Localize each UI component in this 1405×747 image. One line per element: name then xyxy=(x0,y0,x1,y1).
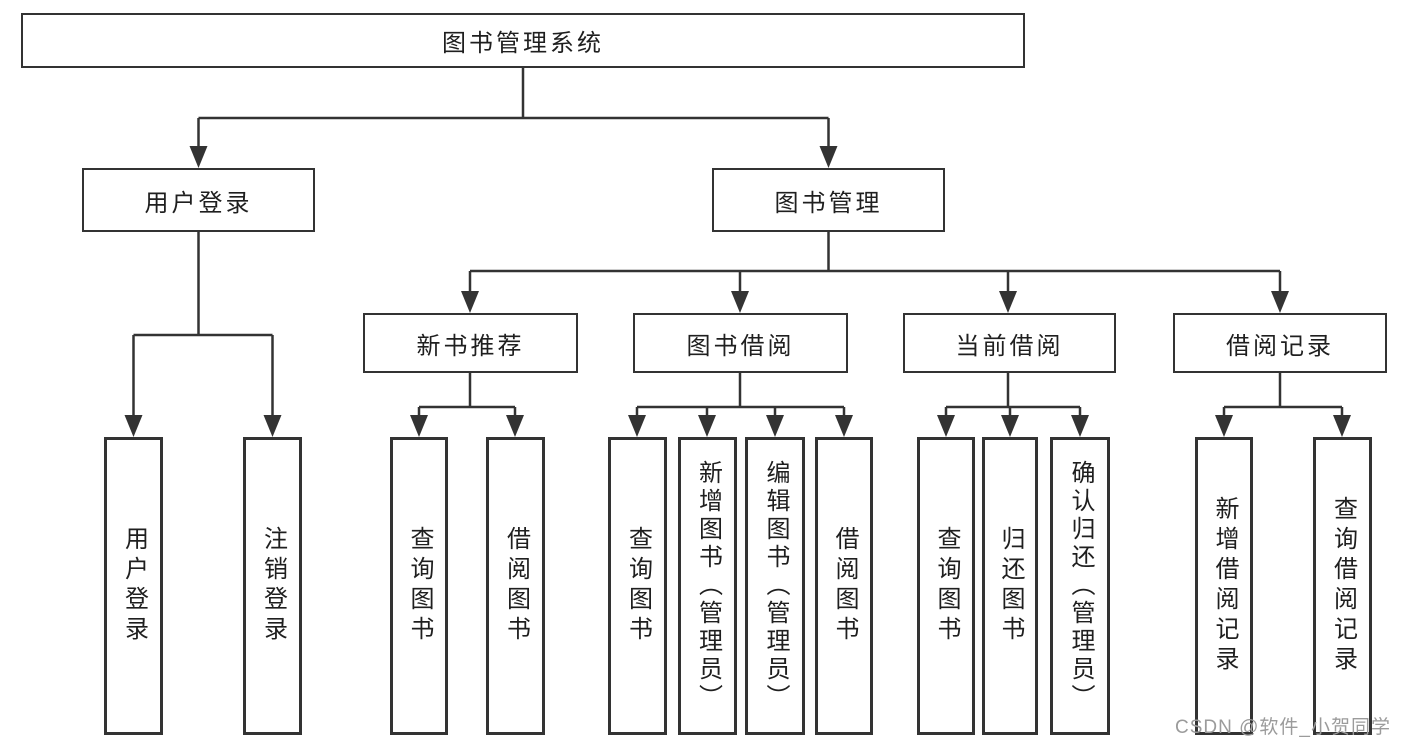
leaf-borrow-query-book: 查询图书 xyxy=(608,437,667,735)
node-borrow-records-label: 借阅记录 xyxy=(1226,332,1334,360)
node-new-book-recommend-label: 新书推荐 xyxy=(416,332,525,360)
node-root: 图书管理系统 xyxy=(21,13,1025,68)
leaf-newbook-query-book: 查询图书 xyxy=(390,437,448,735)
node-user-login-label: 用户登录 xyxy=(144,189,253,217)
leaf-add-borrow-record-label: 新增借阅记录 xyxy=(1211,496,1238,676)
leaf-user-login-label: 用户登录 xyxy=(120,526,148,646)
node-current-borrow-label: 当前借阅 xyxy=(955,332,1064,360)
leaf-newbook-borrow-book-label: 借阅图书 xyxy=(502,526,530,646)
leaf-confirm-return-admin-label: 确认归还（管理员） xyxy=(1067,460,1094,712)
node-book-borrow-label: 图书借阅 xyxy=(686,332,795,360)
node-current-borrow: 当前借阅 xyxy=(903,313,1116,373)
leaf-user-login: 用户登录 xyxy=(104,437,163,735)
node-user-login: 用户登录 xyxy=(82,168,315,232)
node-book-borrow: 图书借阅 xyxy=(633,313,848,373)
leaf-borrow-query-book-label: 查询图书 xyxy=(624,526,652,646)
leaf-add-borrow-record: 新增借阅记录 xyxy=(1195,437,1253,735)
leaf-query-borrow-record: 查询借阅记录 xyxy=(1313,437,1372,735)
node-borrow-records: 借阅记录 xyxy=(1173,313,1387,373)
leaf-current-query-book: 查询图书 xyxy=(917,437,975,735)
leaf-current-query-book-label: 查询图书 xyxy=(933,526,960,646)
leaf-edit-book-admin-label: 编辑图书（管理员） xyxy=(762,460,789,712)
leaf-borrow-borrow-book-label: 借阅图书 xyxy=(831,526,858,646)
csdn-watermark: CSDN @软件_小贺同学 xyxy=(1175,717,1391,738)
leaf-query-borrow-record-label: 查询借阅记录 xyxy=(1329,496,1357,676)
leaf-borrow-borrow-book: 借阅图书 xyxy=(815,437,873,735)
leaf-newbook-query-book-label: 查询图书 xyxy=(406,526,433,646)
leaf-confirm-return-admin: 确认归还（管理员） xyxy=(1050,437,1110,735)
node-root-label: 图书管理系统 xyxy=(442,30,604,57)
leaf-logout: 注销登录 xyxy=(243,437,302,735)
node-new-book-recommend: 新书推荐 xyxy=(363,313,578,373)
leaf-return-book-label: 归还图书 xyxy=(997,526,1024,646)
node-book-management: 图书管理 xyxy=(712,168,945,232)
leaf-newbook-borrow-book: 借阅图书 xyxy=(486,437,545,735)
node-book-management-label: 图书管理 xyxy=(774,189,883,217)
leaf-add-book-admin: 新增图书（管理员） xyxy=(678,437,737,735)
leaf-add-book-admin-label: 新增图书（管理员） xyxy=(694,460,722,712)
leaf-logout-label: 注销登录 xyxy=(259,526,287,646)
leaf-edit-book-admin: 编辑图书（管理员） xyxy=(745,437,805,735)
leaf-return-book: 归还图书 xyxy=(982,437,1038,735)
